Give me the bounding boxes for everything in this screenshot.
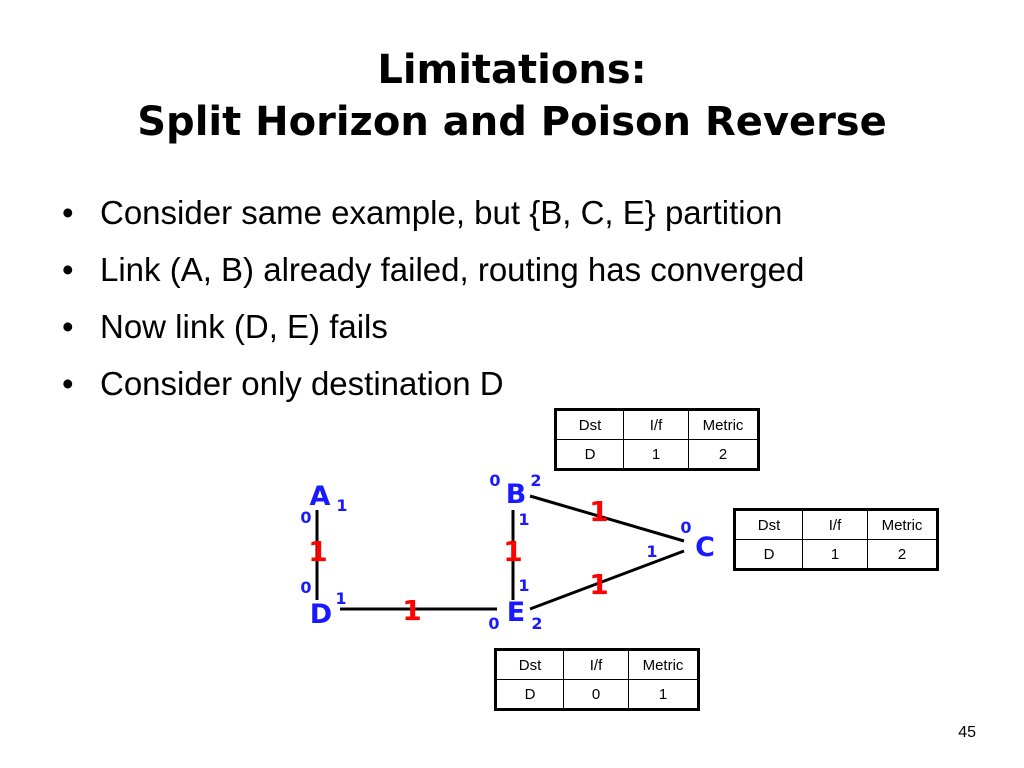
node-e: E — [507, 597, 525, 628]
bullet-item: • Now link (D, E) fails — [62, 298, 804, 355]
column-header-metric: Metric — [628, 649, 699, 680]
link-b-c — [529, 494, 685, 543]
title-line-2: Split Horizon and Poison Reverse — [137, 99, 887, 145]
routing-table-c: Dst I/f Metric D 1 2 — [733, 508, 939, 571]
bullet-dot: • — [62, 251, 74, 288]
bullet-text: Consider same example, but {B, C, E} par… — [100, 194, 783, 231]
bullet-item: • Consider only destination D — [62, 355, 804, 412]
cell-metric: 2 — [688, 439, 759, 470]
links — [315, 494, 685, 611]
link-cost-e-c: 1 — [589, 568, 608, 601]
title-line-1: Limitations: — [377, 47, 647, 93]
node-b: B — [506, 479, 527, 510]
table-header-row: Dst I/f Metric — [734, 509, 938, 540]
cell-dst: D — [734, 539, 803, 570]
interface-e-0: 0 — [488, 614, 499, 633]
bullet-dot: • — [62, 365, 74, 402]
slide-number: 45 — [958, 724, 976, 741]
column-header-dst: Dst — [734, 509, 803, 540]
link-e-c — [529, 549, 685, 611]
interface-e-1: 1 — [518, 576, 529, 595]
interface-c-0: 0 — [680, 518, 691, 537]
table-row: D 0 1 — [495, 679, 699, 710]
interface-b-0: 0 — [489, 471, 500, 490]
node-a: A — [310, 481, 331, 512]
link-cost-d-e: 1 — [402, 594, 421, 627]
bullet-dot: • — [62, 194, 74, 231]
interface-c-1: 1 — [646, 542, 657, 561]
bullet-text: Now link (D, E) fails — [100, 308, 388, 345]
column-header-dst: Dst — [495, 649, 564, 680]
interface-d-0: 0 — [300, 578, 311, 597]
link-cost-b-c: 1 — [589, 495, 608, 528]
column-header-metric: Metric — [688, 409, 759, 440]
bullet-item: • Consider same example, but {B, C, E} pa… — [62, 184, 804, 241]
bullet-dot: • — [62, 308, 74, 345]
link-cost-b-e: 1 — [503, 535, 522, 568]
interface-b-2: 2 — [530, 471, 541, 490]
node-d: D — [310, 599, 332, 630]
cell-metric: 2 — [867, 539, 938, 570]
routing-table-b: Dst I/f Metric D 1 2 — [554, 408, 760, 471]
table-row: D 1 2 — [734, 539, 938, 570]
interface-e-2: 2 — [531, 614, 542, 633]
interface-a-1: 1 — [336, 496, 347, 515]
column-header-interface: I/f — [802, 509, 868, 540]
bullet-text: Consider only destination D — [100, 365, 504, 402]
slide-title: Limitations: Split Horizon and Poison Re… — [0, 44, 1024, 148]
column-header-metric: Metric — [867, 509, 938, 540]
table-row: D 1 2 — [555, 439, 759, 470]
link-cost-a-d: 1 — [308, 535, 327, 568]
bullet-list: • Consider same example, but {B, C, E} pa… — [62, 184, 804, 412]
cell-dst: D — [495, 679, 564, 710]
interface-b-1: 1 — [518, 510, 529, 529]
cell-metric: 1 — [628, 679, 699, 710]
cell-dst: D — [555, 439, 624, 470]
interface-a-0: 0 — [300, 508, 311, 527]
bullet-text: Link (A, B) already failed, routing has … — [100, 251, 805, 288]
bullet-item: • Link (A, B) already failed, routing has… — [62, 241, 804, 298]
routing-table-e: Dst I/f Metric D 0 1 — [494, 648, 700, 711]
interface-d-1: 1 — [335, 589, 346, 608]
node-c: C — [695, 532, 715, 563]
cell-interface: 1 — [802, 539, 868, 570]
